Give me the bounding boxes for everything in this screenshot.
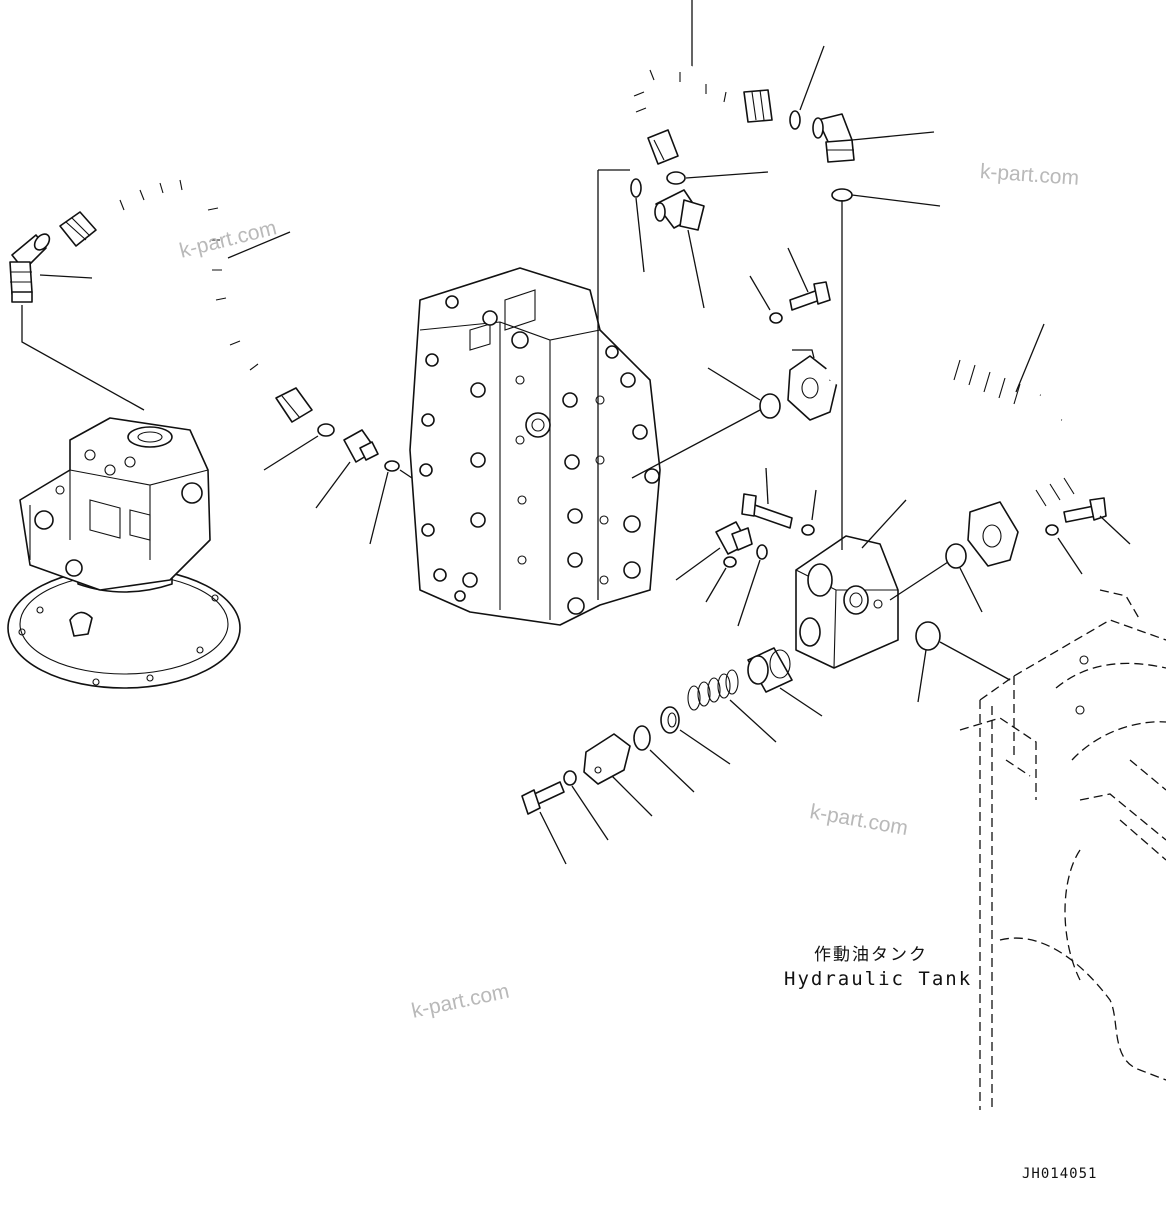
relief-cartridge [747, 647, 793, 693]
drawing-code: JH014051 [1022, 1166, 1098, 1182]
spring [687, 669, 739, 711]
o-ring-8 [723, 556, 737, 568]
control-valve [409, 267, 661, 626]
washer-3 [801, 524, 815, 536]
elbow-fitting-right [812, 113, 855, 163]
adapter-left [343, 429, 379, 463]
cover-plate [583, 733, 631, 785]
plug-fitting [715, 521, 753, 555]
tank-label-english: Hydraulic Tank [784, 968, 973, 990]
bolt-2 [1063, 497, 1107, 523]
o-ring-1 [317, 423, 335, 437]
pipe-right [787, 338, 1124, 567]
hose-left [59, 175, 313, 423]
bolt-4 [521, 781, 565, 815]
hydraulic-tank [959, 589, 1166, 1110]
swing-motor [7, 417, 241, 689]
hose-top [626, 54, 773, 165]
o-ring-12 [633, 725, 651, 751]
o-ring-7 [759, 393, 781, 419]
o-ring-4 [831, 188, 853, 202]
o-ring-5 [666, 171, 686, 185]
washer-1 [769, 312, 783, 324]
o-ring-3 [789, 110, 801, 130]
elbow-fitting-left [9, 233, 51, 303]
o-ring-2 [384, 460, 400, 472]
tank-label-japanese: 作動油タンク [814, 945, 928, 965]
o-ring-10 [945, 543, 967, 569]
elbow-fitting-center [654, 189, 705, 231]
washer-4 [563, 770, 577, 786]
bolt-1 [789, 281, 831, 311]
valve-block [795, 535, 899, 669]
o-ring-11 [915, 621, 941, 651]
o-ring-6 [630, 178, 642, 198]
washer-2 [1045, 524, 1059, 536]
bolt-3 [741, 493, 793, 529]
o-ring-9 [756, 544, 768, 560]
seat-ring [660, 706, 680, 734]
